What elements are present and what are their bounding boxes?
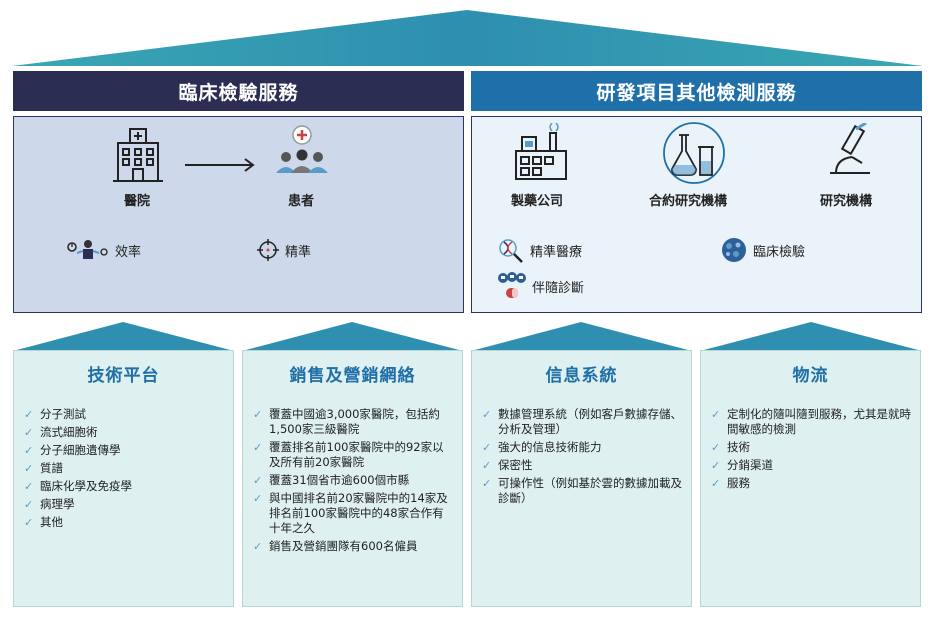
pillar-info-systems: 信息系統 ✓數據管理系統（例如客戶數據存儲、分析及管理） ✓強大的信息技術能力 … (471, 350, 692, 607)
roof-banner (12, 10, 923, 66)
check-icon: ✓ (253, 540, 263, 553)
check-icon: ✓ (711, 477, 721, 490)
check-icon: ✓ (24, 426, 34, 439)
research-label: 研究機構 (820, 194, 873, 209)
check-icon: ✓ (482, 408, 492, 421)
pillar-list: ✓定制化的隨叫隨到服務，尤其是就時間敏感的檢測 ✓技術 ✓分銷渠道 ✓服務 (711, 407, 912, 494)
precision-label: 精準 (285, 244, 312, 260)
list-item: ✓技術 (711, 440, 750, 454)
list-item: ✓定制化的隨叫隨到服務，尤其是就時間敏感的檢測 (711, 407, 911, 436)
precision-medicine-label: 精準醫療 (530, 244, 583, 260)
list-item: ✓覆蓋31個省市逾600個市縣 (253, 473, 410, 487)
list-item: ✓分子測試 (24, 407, 86, 421)
list-item: ✓服務 (711, 476, 750, 490)
check-icon: ✓ (24, 444, 34, 457)
microscope-icon (830, 123, 870, 174)
pills-icon (498, 272, 526, 298)
dna-icon (499, 239, 523, 263)
hospital-icon (113, 128, 163, 182)
list-item: ✓臨床化學及免疫學 (24, 479, 132, 493)
check-icon: ✓ (711, 441, 721, 454)
pharma-label: 製藥公司 (511, 194, 564, 209)
pillar-title: 技術平台 (87, 366, 160, 386)
check-icon: ✓ (24, 408, 34, 421)
pillar-list: ✓數據管理系統（例如客戶數據存儲、分析及管理） ✓強大的信息技術能力 ✓保密性 … (482, 407, 683, 509)
check-icon: ✓ (711, 408, 721, 421)
list-item: ✓銷售及營銷團隊有600名僱員 (253, 539, 418, 553)
efficiency-feature: 效率 (66, 238, 141, 262)
list-item: ✓與中國排名前20家醫院中的14家及排名前100家醫院中的48家合作有十年之久 (253, 491, 448, 535)
list-item: ✓覆蓋排名前100家醫院中的92家以及所有前20家醫院 (253, 440, 444, 469)
efficiency-label: 效率 (115, 244, 142, 260)
check-icon: ✓ (482, 477, 492, 490)
list-item: ✓病理學 (24, 497, 75, 511)
efficiency-icon (67, 240, 108, 259)
rnd-panel (471, 116, 922, 313)
list-item: ✓分銷渠道 (711, 458, 773, 472)
clinical-test-feature: 臨床檢驗 (720, 237, 805, 263)
factory-icon (515, 123, 567, 180)
clinical-services-header: 臨床檢驗服務 (13, 71, 464, 111)
companion-diagnostics-feature: 伴隨診斷 (497, 272, 584, 300)
virus-icon (722, 238, 746, 262)
check-icon: ✓ (24, 498, 34, 511)
pillar-sales-network: 銷售及營銷網絡 ✓覆蓋中國逾3,000家醫院，包括約1,500家三級醫院 ✓覆蓋… (242, 350, 463, 607)
list-item: ✓覆蓋中國逾3,000家醫院，包括約1,500家三級醫院 (253, 407, 440, 436)
pillar-list: ✓分子測試 ✓流式細胞術 ✓分子細胞遺傳學 ✓質譜 ✓臨床化學及免疫學 ✓病理學… (24, 407, 225, 533)
list-item: ✓強大的信息技術能力 (482, 440, 602, 454)
patient-icon (276, 125, 328, 173)
check-icon: ✓ (253, 441, 263, 454)
list-item: ✓可操作性（例如基於雲的數據加載及診斷） (482, 476, 682, 505)
crosshair-icon (257, 239, 279, 261)
list-item: ✓質譜 (24, 461, 63, 475)
check-icon: ✓ (253, 408, 263, 421)
pillar-title: 信息系統 (545, 366, 618, 386)
list-item: ✓其他 (24, 515, 63, 529)
flask-icon (663, 122, 725, 184)
arrow-icon (185, 158, 255, 172)
patient-label: 患者 (288, 194, 315, 209)
companion-diagnostics-label: 伴隨診斷 (532, 280, 585, 296)
pillar-title: 物流 (792, 366, 829, 386)
list-item: ✓保密性 (482, 458, 533, 472)
clinical-test-label: 臨床檢驗 (753, 244, 806, 260)
rnd-services-header: 研發項目其他檢測服務 (471, 71, 922, 111)
check-icon: ✓ (253, 474, 263, 487)
pillar-roofs (13, 322, 922, 351)
pillar-list: ✓覆蓋中國逾3,000家醫院，包括約1,500家三級醫院 ✓覆蓋排名前100家醫… (253, 407, 454, 557)
pillar-title: 銷售及營銷網絡 (289, 366, 416, 386)
list-item: ✓流式細胞術 (24, 425, 98, 439)
check-icon: ✓ (482, 459, 492, 472)
precision-feature: 精準 (256, 238, 311, 262)
check-icon: ✓ (253, 492, 263, 505)
check-icon: ✓ (24, 516, 34, 529)
hospital-label: 醫院 (124, 194, 151, 209)
cro-label: 合約研究機構 (649, 194, 728, 209)
pillar-tech-platform: 技術平台 ✓分子測試 ✓流式細胞術 ✓分子細胞遺傳學 ✓質譜 ✓臨床化學及免疫學… (13, 350, 234, 607)
list-item: ✓數據管理系統（例如客戶數據存儲、分析及管理） (482, 407, 682, 436)
precision-medicine-feature: 精準醫療 (497, 237, 582, 263)
pillar-logistics: 物流 ✓定制化的隨叫隨到服務，尤其是就時間敏感的檢測 ✓技術 ✓分銷渠道 ✓服務 (700, 350, 921, 607)
check-icon: ✓ (711, 459, 721, 472)
check-icon: ✓ (482, 441, 492, 454)
check-icon: ✓ (24, 480, 34, 493)
clinical-panel (13, 116, 464, 313)
list-item: ✓分子細胞遺傳學 (24, 443, 121, 457)
check-icon: ✓ (24, 462, 34, 475)
